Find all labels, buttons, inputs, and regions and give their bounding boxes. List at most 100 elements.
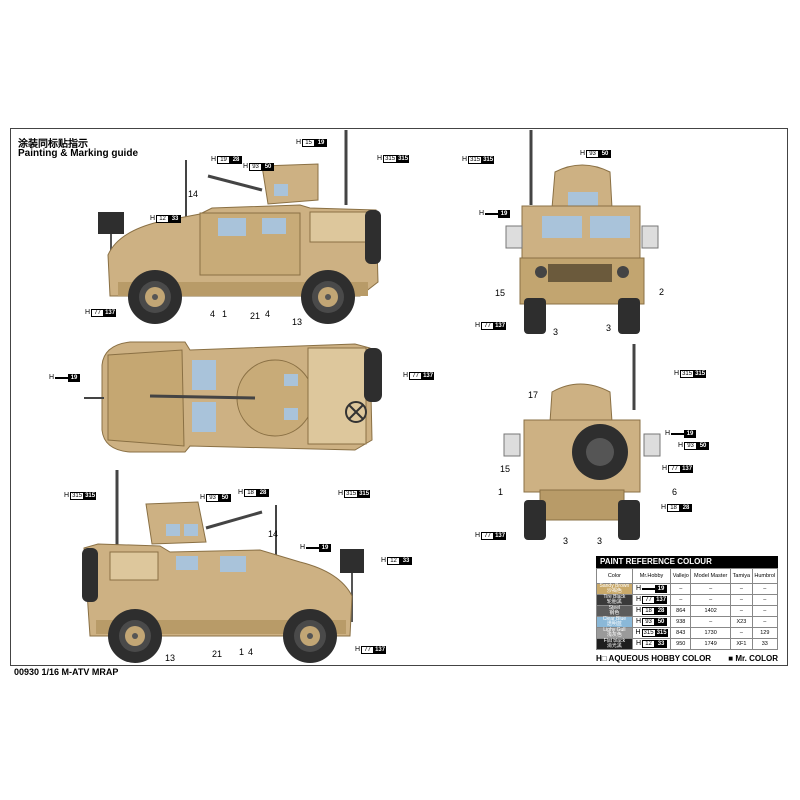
guide-frame: [10, 128, 788, 666]
code-mr-color: 315: [358, 490, 371, 498]
code-mr-color: 19: [684, 430, 697, 438]
rear-view: 17 15 1 6 3 3: [498, 344, 677, 546]
paint-code-tag: H 19: [665, 430, 697, 438]
code-mr-color: 315: [84, 492, 97, 500]
code-prefix: H: [403, 372, 409, 379]
code-prefix: H: [665, 430, 671, 437]
code-aqueous: 315: [680, 370, 695, 378]
code-aqueous: 93: [249, 163, 263, 171]
code-aqueous: 12: [642, 640, 656, 648]
code-mr-color: 50: [697, 442, 710, 450]
cell-vallejo: 864: [670, 605, 692, 617]
code-prefix: H: [635, 629, 641, 636]
top-view: [84, 341, 382, 453]
code-prefix: H: [636, 640, 642, 647]
side-left-rear-wheel: [301, 270, 355, 324]
code-mr-color: 137: [655, 596, 668, 604]
code-prefix: H: [243, 163, 249, 170]
color-name-cn: 消光黑: [606, 643, 622, 649]
code-prefix: H: [381, 557, 387, 564]
code-mr-color: 19: [655, 585, 668, 593]
paint-reference-table: PAINT REFERENCE COLOUR Color Mr.Hobby Va…: [596, 556, 779, 650]
side-right-front-wheel: [283, 609, 337, 663]
code-aqueous: 18: [642, 607, 656, 615]
code-prefix: H: [64, 492, 70, 499]
code-prefix: H: [636, 596, 642, 603]
code-aqueous: 77: [409, 372, 423, 380]
code-mr-color: 19: [315, 139, 328, 147]
code-aqueous: [306, 547, 320, 549]
code-mr-color: 28: [655, 607, 668, 615]
code-mr-color: 137: [494, 532, 507, 540]
side-left-sign-plate: [98, 212, 124, 234]
code-aqueous: 315: [70, 492, 85, 500]
code-prefix: H: [377, 155, 383, 162]
paint-legend: H□ AQUEOUS HOBBY COLOR ■ Mr. COLOR: [596, 654, 778, 663]
cell-vallejo: 950: [670, 638, 692, 650]
code-prefix: H: [678, 442, 684, 449]
header-humbrol: Humbrol: [751, 568, 779, 584]
code-aqueous: 93: [642, 618, 656, 626]
cell-model-master: 1730: [690, 627, 732, 639]
code-aqueous: 18: [667, 504, 681, 512]
cell-vallejo: 938: [670, 616, 692, 628]
code-prefix: H: [636, 585, 642, 592]
cell-vallejo: –: [670, 583, 692, 595]
code-mr-color: 137: [104, 309, 117, 317]
code-mr-color: 50: [219, 494, 232, 502]
code-aqueous: 315: [383, 155, 398, 163]
code-aqueous: 18: [244, 489, 258, 497]
side-view-left: 14 4 1 21 4 13: [98, 130, 381, 327]
code-mr-color: 137: [374, 646, 387, 654]
color-name: Sandy Brown: [599, 583, 630, 589]
code-aqueous: [485, 213, 499, 215]
cell-humbrol: –: [751, 583, 779, 595]
code-prefix: H: [49, 374, 55, 381]
paint-reference-title: PAINT REFERENCE COLOUR: [596, 556, 778, 568]
cell-humbrol: 33: [751, 638, 779, 650]
callout: 1: [239, 647, 244, 657]
side-right-rear-wheel: [108, 609, 162, 663]
code-prefix: H: [150, 215, 156, 222]
cell-model-master: –: [690, 583, 732, 595]
callout: 3: [606, 323, 611, 333]
color-name: Tire Black: [603, 594, 626, 600]
code-mr-color: 28: [680, 504, 693, 512]
code-mr-color: 33: [169, 215, 182, 223]
header-model-master: Model Master: [690, 568, 732, 584]
code-prefix: H: [674, 370, 680, 377]
cell-humbrol: –: [751, 616, 779, 628]
code-mr-color: 33: [400, 557, 413, 565]
code-aqueous: 77: [361, 646, 375, 654]
code-mr-color: 137: [422, 372, 435, 380]
legend-mr-color: ■ Mr. COLOR: [728, 654, 778, 663]
cell-humbrol: –: [751, 594, 779, 606]
cell-tamiya: XF1: [730, 638, 753, 650]
code-mr-color: 315: [482, 156, 495, 164]
front-view: 15 2 3 3: [495, 130, 664, 337]
callout: 17: [528, 390, 538, 400]
legend-aqueous: H□ AQUEOUS HOBBY COLOR: [596, 654, 712, 663]
code-prefix: H: [300, 544, 306, 551]
code-aqueous: 77: [91, 309, 105, 317]
cell-tamiya: X23: [730, 616, 753, 628]
color-name: Clear Blue: [602, 616, 627, 622]
